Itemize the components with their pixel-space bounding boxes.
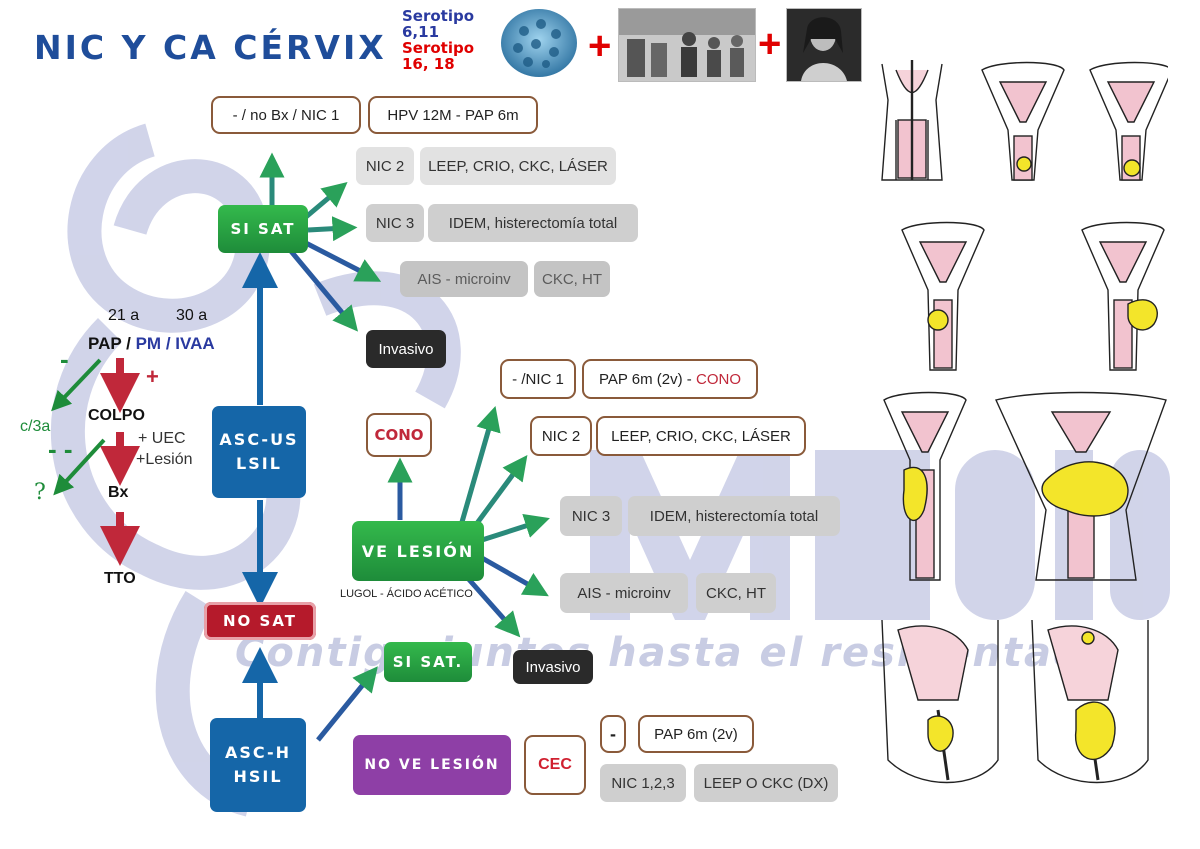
lesion-invasive-box: Invasivo xyxy=(513,650,593,684)
si-sat-nic2-box: NIC 2 xyxy=(356,147,414,185)
hpv-virus-image xyxy=(496,6,582,80)
cec-leep-ckc-box: LEEP O CKC (DX) xyxy=(694,764,838,802)
no-ve-lesion-node: NO VE LESIÓN xyxy=(353,735,511,795)
cono-node: CONO xyxy=(366,413,432,457)
pelvis-stage-iii-icon xyxy=(881,619,999,784)
cervix-normal-icon xyxy=(881,60,943,181)
cono-red-text: CONO xyxy=(695,370,741,388)
cervix-stage-ia-icon xyxy=(981,61,1065,181)
lesion-nic3-treatment-box: IDEM, histerectomía total xyxy=(628,496,840,536)
si-sat-nic3-box: NIC 3 xyxy=(366,204,424,242)
cervix-stage-ib-icon xyxy=(1089,61,1168,181)
age-30-label: 30 a xyxy=(176,307,208,324)
serotype-label-2: Serotipo xyxy=(402,39,475,57)
risk-factor-photo-group xyxy=(618,8,756,82)
treatment-label: TTO xyxy=(104,570,136,587)
si-sat-2-node: SI SAT. xyxy=(384,642,472,682)
screening-methods: PAP / PM / IVAA xyxy=(88,334,215,354)
cervix-stage-iib-icon xyxy=(995,391,1167,581)
si-sat-node: SI SAT xyxy=(218,205,308,253)
serotype-low-risk: Serotipo 6,11 Serotipo 16, 18 xyxy=(402,8,474,72)
lesion-ais-treatment-box: CKC, HT xyxy=(696,573,776,613)
question-mark: ? xyxy=(34,480,46,505)
pm-label: PM xyxy=(135,334,162,353)
lesion-nic1-box: - /NIC 1 xyxy=(500,359,576,399)
cervix-stage-iia-icon xyxy=(883,391,967,581)
cervix-stage-ib1-icon xyxy=(901,221,985,371)
serotype-value-1: 6,11 xyxy=(402,23,440,41)
plus-sign-1: + xyxy=(588,24,612,68)
asc-us-lsil-node: ASC-US LSIL xyxy=(212,406,306,498)
cervix-stage-ib2-icon xyxy=(1081,221,1165,371)
plus-sign-2: + xyxy=(758,22,782,66)
lesion-label: +Lesión xyxy=(136,451,193,468)
pelvis-stage-iv-icon xyxy=(1031,619,1149,784)
risk-factor-photo-woman xyxy=(786,8,862,82)
positive-sign: + xyxy=(146,364,159,389)
si-sat-nic2-treatment-box: LEEP, CRIO, CKC, LÁSER xyxy=(420,147,616,185)
every-3-years-label: c/3a xyxy=(20,418,51,435)
page-title: NIC Y CA CÉRVIX xyxy=(34,28,387,67)
lesion-nic2-box: NIC 2 xyxy=(530,416,592,456)
lesion-ais-box: AIS - microinv xyxy=(560,573,688,613)
pap-6m-2v-text: PAP 6m (2v) - xyxy=(599,370,692,388)
serotype-label-1: Serotipo xyxy=(402,7,475,25)
cec-negative-box: - xyxy=(600,715,626,753)
cervical-cancer-staging-illustrations xyxy=(881,60,1168,784)
cec-nic-123-box: NIC 1,2,3 xyxy=(600,764,686,802)
uec-label: + UEC xyxy=(138,430,186,447)
negative-no-biopsy-nic1-box: - / no Bx / NIC 1 xyxy=(211,96,361,134)
si-sat-invasive-box: Invasivo xyxy=(366,330,446,368)
pap-label: PAP xyxy=(88,334,122,353)
cec-node: CEC xyxy=(524,735,586,795)
asc-h-hsil-node: ASC-H HSIL xyxy=(210,718,306,812)
colposcopy-label: COLPO xyxy=(88,407,145,424)
cec-pap-6m-box: PAP 6m (2v) xyxy=(638,715,754,753)
lesion-nic2-treatment-box: LEEP, CRIO, CKC, LÁSER xyxy=(596,416,806,456)
negative-sign: - xyxy=(60,344,69,374)
no-sat-node: NO SAT xyxy=(204,602,316,640)
separator-2: / xyxy=(165,334,171,353)
si-sat-nic3-treatment-box: IDEM, histerectomía total xyxy=(428,204,638,242)
double-negative-sign: - - xyxy=(48,434,73,464)
si-sat-ais-box: AIS - microinv xyxy=(400,261,528,297)
hpv-12m-pap-6m-box: HPV 12M - PAP 6m xyxy=(368,96,538,134)
separator-1: / xyxy=(126,334,131,353)
biopsy-label: Bx xyxy=(108,484,129,501)
lugol-acetic-acid-label: LUGOL - ÁCIDO ACÉTICO xyxy=(340,588,473,600)
ivaa-label: IVAA xyxy=(175,334,215,353)
age-21-label: 21 a xyxy=(108,307,140,324)
ve-lesion-node: VE LESIÓN xyxy=(352,521,484,581)
lesion-nic1-treatment-box: PAP 6m (2v) - CONO xyxy=(582,359,758,399)
si-sat-ais-treatment-box: CKC, HT xyxy=(534,261,610,297)
lesion-nic3-box: NIC 3 xyxy=(560,496,622,536)
serotype-value-2: 16, 18 xyxy=(402,55,455,73)
